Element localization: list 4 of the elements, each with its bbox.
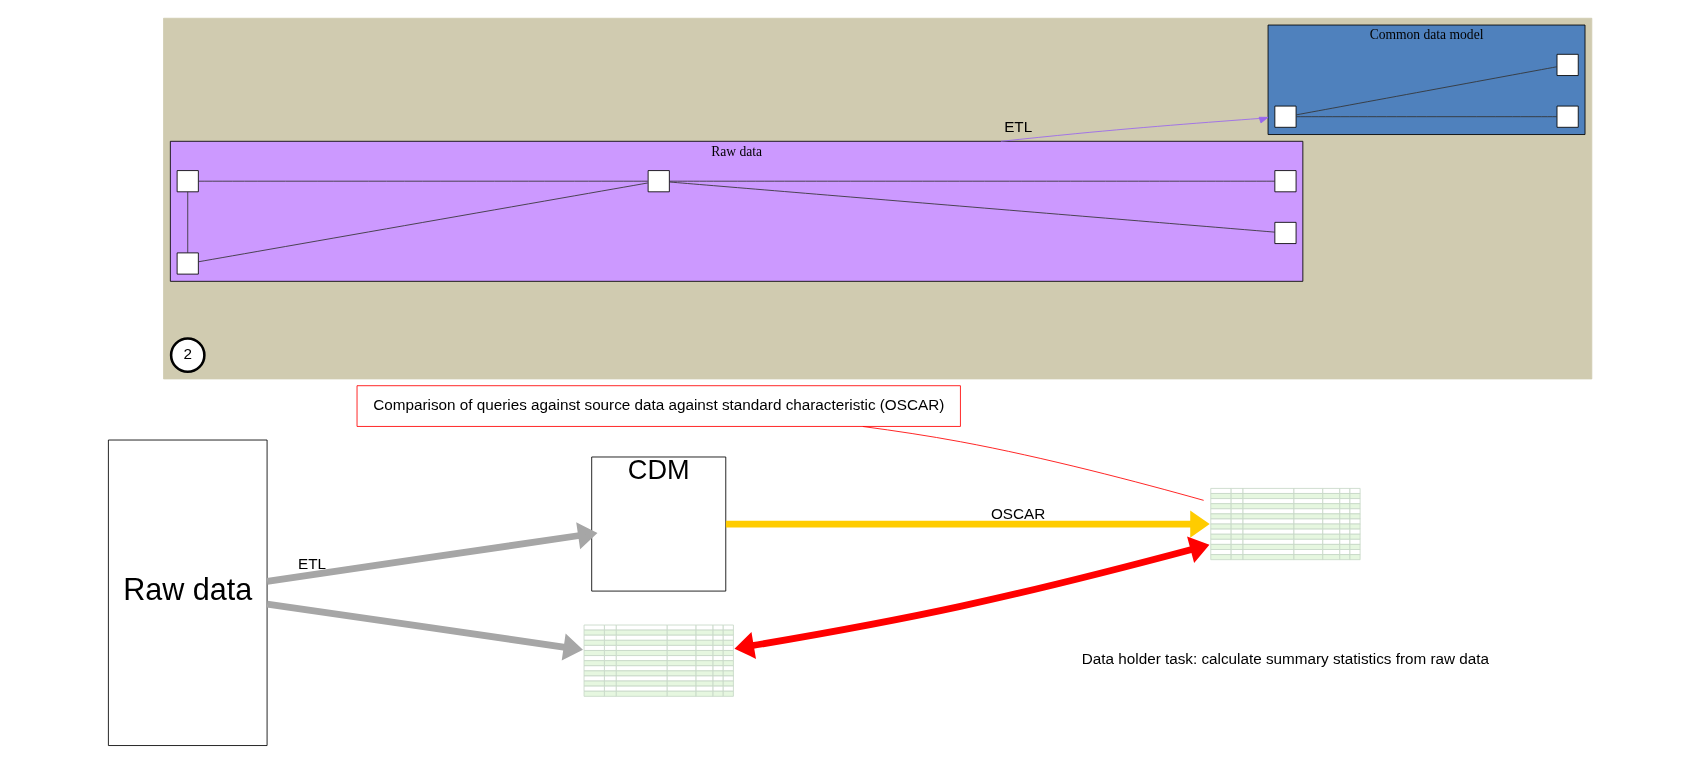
edge-label: ETL [298,555,327,573]
edge-label: OSCAR [990,505,1046,523]
edge-label: ETL [1004,118,1033,136]
label: Data holder task: calculate summary statistics from raw data [1081,650,1490,668]
